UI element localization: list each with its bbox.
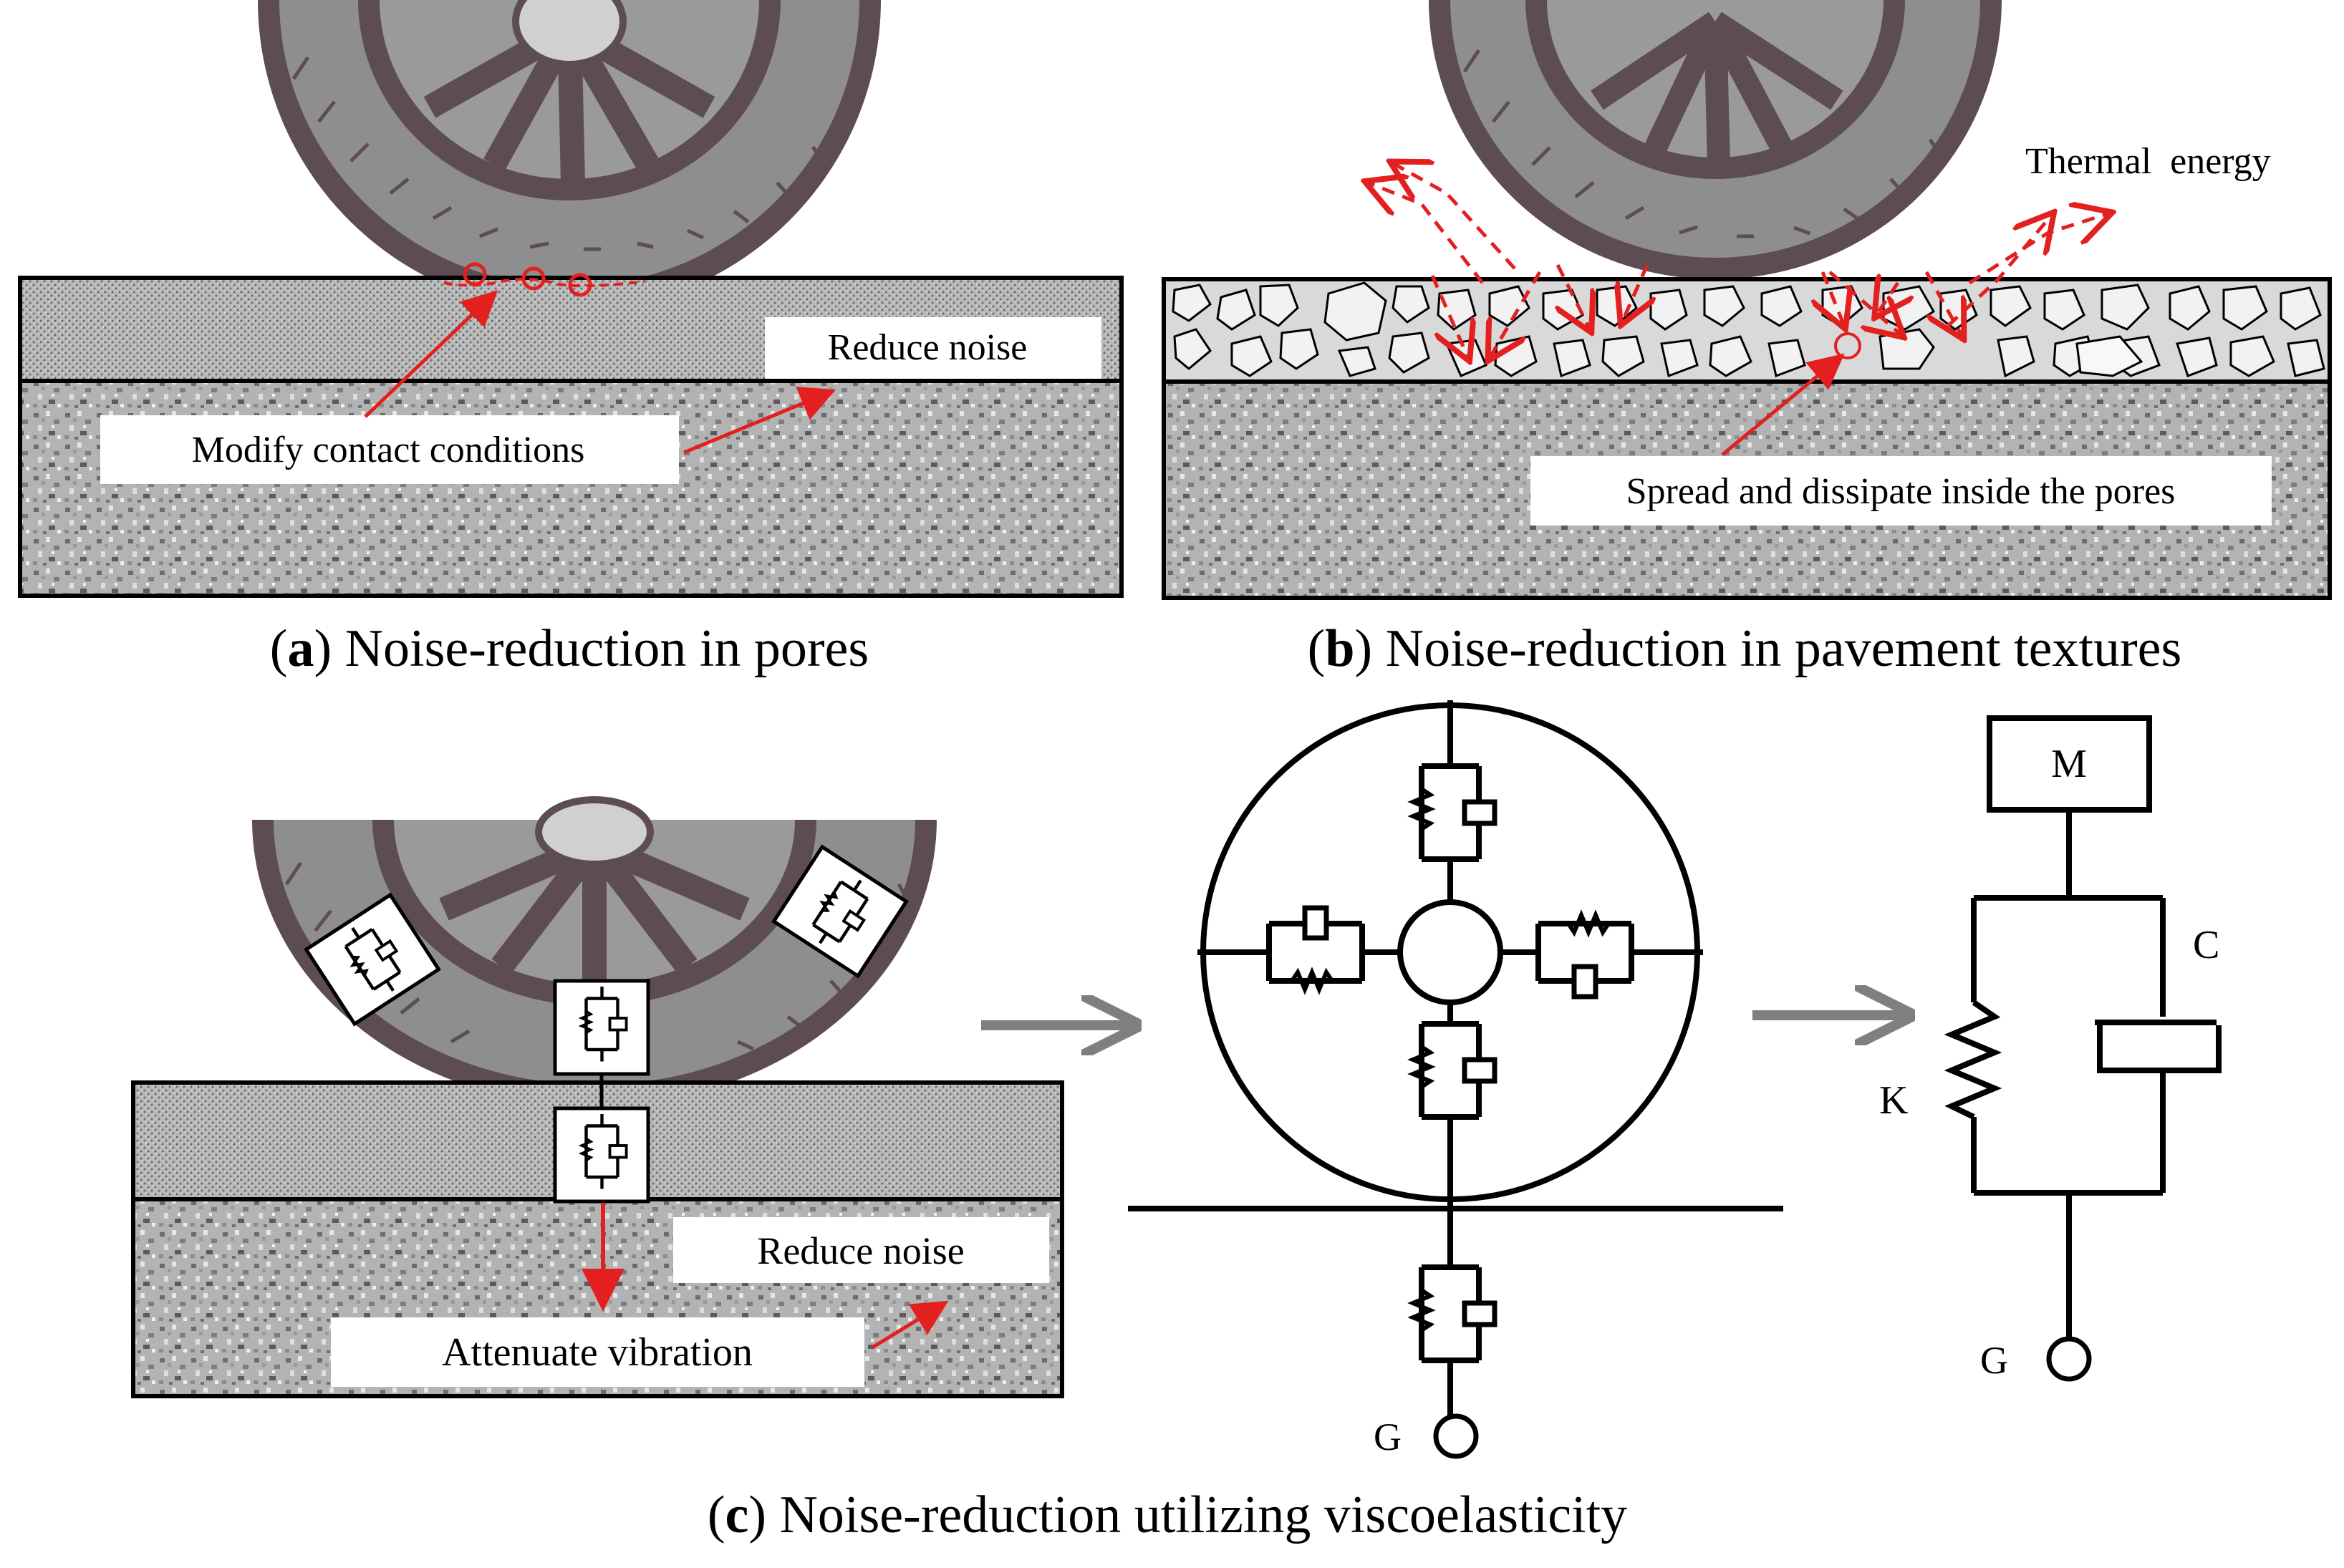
label-mass: M — [2051, 742, 2087, 786]
panel-c: Reduce noise Attenuate vibration — [131, 700, 2222, 1544]
arrow-noise-a — [683, 387, 836, 455]
caption-b: (b) Noise-reduction in pavement textures — [1308, 619, 2182, 678]
contact-markers-a — [443, 262, 645, 297]
arrow-noise-c — [871, 1300, 949, 1350]
caption-c: (c) Noise-reduction utilizing viscoelast… — [708, 1486, 1627, 1544]
box-reduce-noise-a — [765, 317, 1101, 379]
wheel-model: G — [1128, 700, 1783, 1459]
pore-marker — [1834, 332, 1861, 359]
box-reduce-noise-c — [673, 1217, 1049, 1283]
tire-a — [258, 0, 881, 311]
caption-a: (a) Noise-reduction in pores — [270, 619, 869, 678]
base-layer-a — [18, 379, 1124, 598]
tire-c — [252, 796, 937, 1106]
label-ground-mid: G — [1374, 1415, 1402, 1458]
label-reduce-noise-a: Reduce noise — [828, 327, 1028, 368]
panel-b: Thermal energy Spread and dissipate insi… — [1162, 0, 2332, 678]
box-attenuate — [331, 1317, 864, 1387]
label-damper: C — [2193, 923, 2219, 967]
label-modify-contact: Modify contact conditions — [192, 430, 585, 470]
spring-k — [1944, 1000, 2002, 1120]
damper-c — [2097, 1025, 2222, 1073]
label-reduce-noise-c: Reduce noise — [757, 1229, 964, 1272]
label-spread-dissipate: Spread and dissipate inside the pores — [1626, 471, 2176, 512]
panel-a: Reduce noise Modify contact conditions (… — [18, 0, 1124, 678]
box-modify-contact — [100, 415, 679, 484]
reflection-arrows — [1368, 163, 2109, 358]
arrow-pores-b — [1721, 353, 1845, 456]
arrow-contact-a — [364, 290, 498, 418]
sdof-model: M C K G — [1879, 715, 2222, 1382]
label-thermal-energy: Thermal energy — [2025, 141, 2271, 182]
label-ground-right: G — [1980, 1339, 2008, 1382]
element-stack-c — [553, 979, 650, 1204]
label-spring: K — [1879, 1078, 1908, 1123]
label-attenuate-vibration: Attenuate vibration — [442, 1330, 753, 1375]
box-spread-dissipate — [1530, 456, 2272, 526]
tire-b — [1429, 0, 2002, 279]
